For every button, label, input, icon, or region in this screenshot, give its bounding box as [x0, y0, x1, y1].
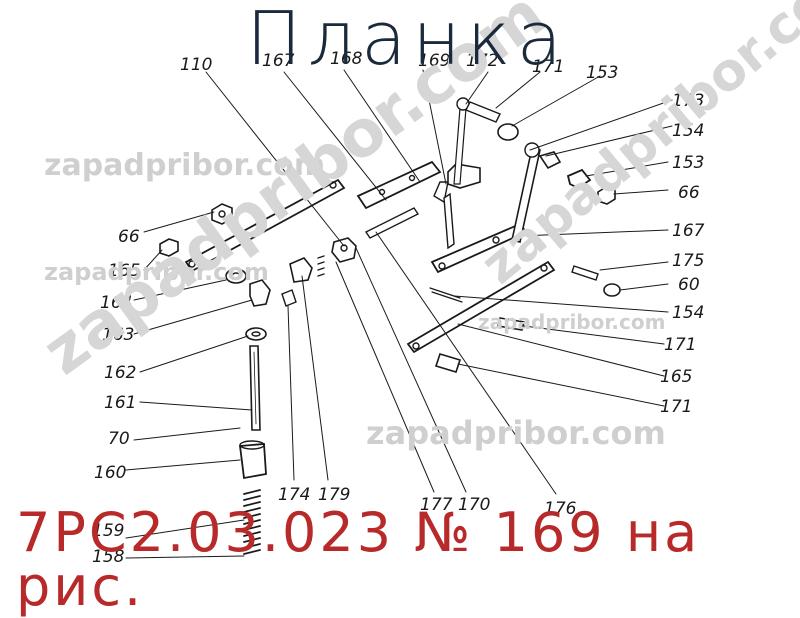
screw-part-171-mid [497, 317, 525, 331]
watermark-text: zapadpribor.com [366, 414, 666, 452]
cup-part-160 [238, 440, 267, 480]
bushing-part-179 [289, 257, 313, 283]
callout-161: 161 [104, 393, 136, 413]
callout-173: 173 [672, 91, 704, 111]
bar-part-165-lower [406, 260, 556, 354]
part-number-caption: 7РС2.03.023 № 169 на рис. [16, 501, 701, 618]
callout-162: 162 [104, 363, 136, 383]
callout-177: 177 [420, 495, 453, 515]
callout-170: 170 [458, 495, 490, 515]
bar-part-165-upper [184, 178, 346, 273]
pin-part-175 [571, 265, 599, 281]
callout-110: 110 [180, 55, 212, 75]
callout-66-left: 66 [118, 227, 140, 247]
callout-171-top: 171 [532, 57, 564, 77]
lever-assembly-part [433, 97, 481, 250]
callout-167-right: 167 [672, 221, 705, 241]
rod-part-168 [364, 207, 420, 239]
callout-171-low: 171 [660, 397, 692, 417]
screw-part-171-low [434, 353, 462, 373]
small-spring-part [317, 255, 325, 277]
callout-165-right: 165 [660, 367, 692, 387]
callout-175: 175 [672, 251, 704, 271]
exploded-assembly-drawing: 110 167 168 169 172 171 153 173 154 153 … [92, 49, 705, 567]
callout-153-top: 153 [586, 63, 618, 83]
bushing-part-153b [566, 168, 592, 190]
callout-labels: 110 167 168 169 172 171 153 173 154 153 … [92, 49, 705, 567]
bracket-part-177 [331, 237, 357, 263]
pin-part-171-top [465, 101, 501, 123]
washer-part-60 [603, 283, 621, 297]
washer-part-162 [245, 327, 267, 341]
callout-169: 169 [418, 51, 450, 71]
callout-176: 176 [544, 499, 577, 519]
callout-164: 164 [100, 293, 132, 313]
part-title: Планка [246, 0, 568, 82]
bushing-part-154 [497, 123, 519, 141]
callout-158: 158 [92, 547, 125, 567]
nut-part-66-lower [159, 238, 179, 257]
callout-60: 60 [678, 275, 700, 295]
callout-172: 172 [466, 51, 498, 71]
spring-part-154 [429, 287, 463, 303]
callout-159: 159 [92, 521, 124, 541]
watermark-text: zapadpribor.com [44, 258, 269, 286]
callout-66-right: 66 [678, 183, 700, 203]
parts-diagram-page: 110 167 168 169 172 171 153 173 154 153 … [16, 0, 800, 614]
callout-165-left: 165 [108, 261, 140, 281]
nut-part-66-left [211, 203, 233, 225]
callout-171-mid: 171 [664, 335, 696, 355]
lever-part-163 [249, 279, 271, 307]
callout-179: 179 [318, 485, 350, 505]
callout-160: 160 [94, 463, 126, 483]
leader-lines [125, 69, 673, 559]
callout-168: 168 [330, 49, 363, 69]
lever-arm-part-173 [511, 142, 541, 243]
callout-153-mid: 153 [672, 153, 704, 173]
callout-154-top: 154 [672, 121, 704, 141]
spring-part-159 [243, 489, 261, 555]
watermark-text: zapadpribor.com [478, 310, 666, 334]
rod-part-161 [249, 345, 261, 431]
callout-154-right: 154 [672, 303, 704, 323]
plate-part-167 [356, 160, 442, 210]
nut-part-66-right [597, 186, 616, 205]
callout-174: 174 [278, 485, 310, 505]
callout-70: 70 [108, 429, 130, 449]
bushing-part-153 [538, 151, 562, 170]
plate-part-167-lower [430, 222, 528, 274]
pin-part-174 [281, 289, 297, 307]
callout-163: 163 [102, 325, 134, 345]
watermark-text: zapadpribor.com [44, 148, 326, 183]
bushing-part-164 [225, 268, 247, 284]
callout-167-top: 167 [262, 51, 295, 71]
